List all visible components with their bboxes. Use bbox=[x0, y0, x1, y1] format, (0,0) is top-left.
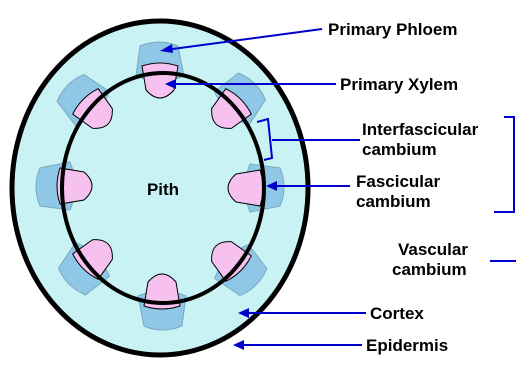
vascular-cambium-label-line2: cambium bbox=[392, 260, 467, 279]
pith-label: Pith bbox=[147, 180, 179, 199]
epidermis-label: Epidermis bbox=[366, 336, 448, 355]
primary-phloem-label: Primary Phloem bbox=[328, 20, 457, 39]
interfascicular-cambium-label-line2: cambium bbox=[362, 140, 437, 159]
interfascicular-cambium-label-line1: Interfascicular bbox=[362, 120, 479, 139]
fascicular-cambium-label-line1: Fascicular bbox=[356, 172, 440, 191]
fascicular-cambium-label-line2: cambium bbox=[356, 192, 431, 211]
cortex-label: Cortex bbox=[370, 304, 424, 323]
vascular-cambium-label-line1: Vascular bbox=[398, 240, 468, 259]
primary-xylem-label: Primary Xylem bbox=[340, 75, 458, 94]
vascular-cambium-bracket bbox=[494, 117, 514, 212]
epidermis-arrowhead bbox=[233, 340, 244, 350]
